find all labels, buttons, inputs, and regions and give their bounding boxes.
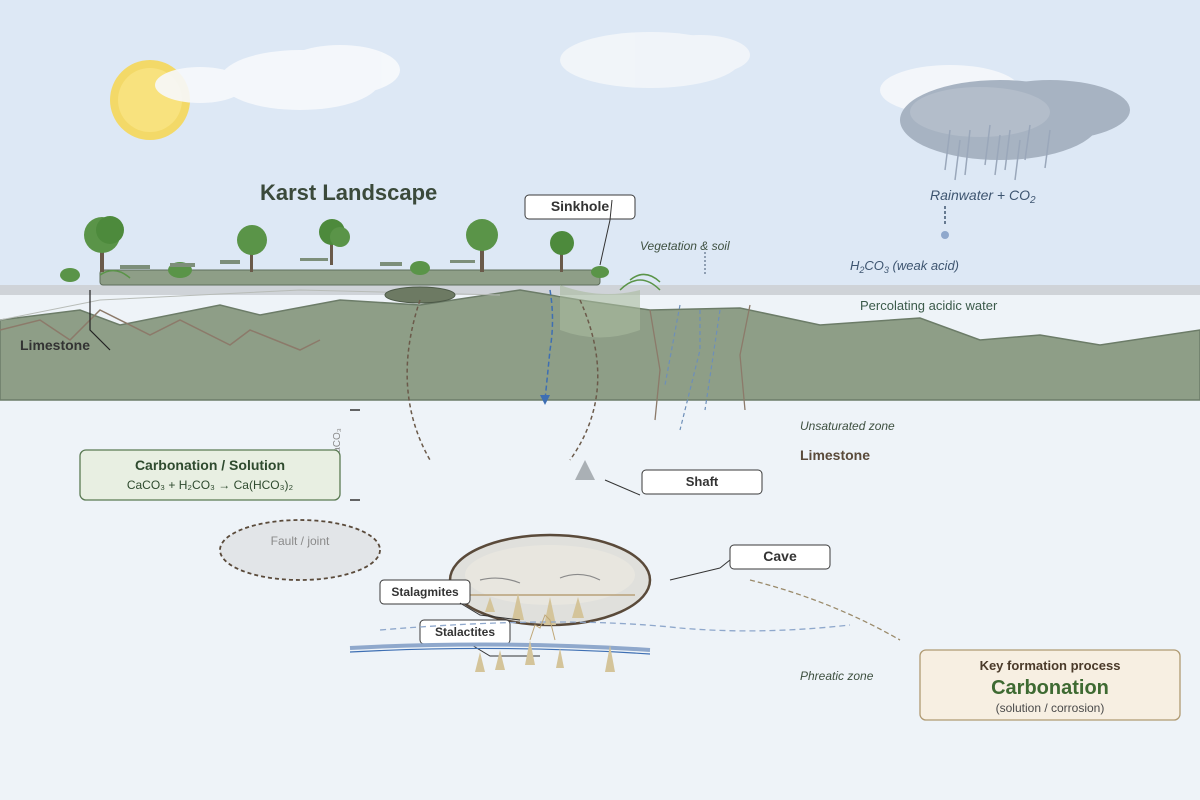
shaft-wall-left <box>406 299 431 461</box>
carbonation-equation: CaCO₃ + H₂CO₃ → Ca(HCO₃)₂ <box>127 478 294 492</box>
key-process-heading: Key formation process <box>980 658 1121 673</box>
shaft-label: Shaft <box>686 474 719 489</box>
cave-ceiling-curves <box>479 573 601 584</box>
tree-icon <box>466 219 498 272</box>
drip-column <box>529 614 556 641</box>
rock-fractures-right <box>649 304 751 421</box>
tree-icon <box>237 225 267 272</box>
cave-interior <box>465 545 635 605</box>
tree-icon <box>84 216 124 272</box>
arrow-head-icon <box>540 395 550 405</box>
rock-fracture-left <box>0 309 321 351</box>
sinkhole-leader <box>599 199 613 266</box>
carbonation-box <box>79 449 341 501</box>
shaft-leader <box>604 479 641 496</box>
sinkhole-label: Sinkhole <box>551 198 610 214</box>
stalagmites-leader <box>459 602 521 621</box>
water-flow-arrow <box>544 289 554 401</box>
stalagmites-callout <box>379 579 471 605</box>
rain-lines <box>944 124 1051 181</box>
limestone-leader <box>89 290 111 351</box>
rain-drop-icon <box>941 231 949 239</box>
cave-label: Cave <box>763 548 797 564</box>
rain-cloud-icon <box>900 80 1130 160</box>
doline-shading <box>560 285 640 338</box>
tree-icon <box>319 219 350 265</box>
grass-curve <box>99 269 131 279</box>
limestone-right-label: Limestone <box>800 447 870 463</box>
fault-joint-label: Fault / joint <box>271 534 330 548</box>
stalactites-label: Stalactites <box>435 625 495 639</box>
cloud-middle <box>560 32 750 88</box>
caco3-vertical-label: CaCO₃ <box>332 428 343 460</box>
shaft-wall-right <box>569 299 599 461</box>
carbonation-title: Carbonation / Solution <box>135 457 285 473</box>
shaft-callout <box>641 469 763 495</box>
limestone-plateau <box>0 289 1200 401</box>
tree-icon <box>550 231 574 272</box>
trees <box>84 216 574 272</box>
key-process-term: Carbonation <box>991 677 1109 699</box>
unsaturated-zone-label: Unsaturated zone <box>800 419 895 433</box>
carbonic-acid-label: H2CO3 (weak acid) <box>850 258 959 275</box>
cave-leader <box>669 567 721 581</box>
grass-patches <box>120 258 475 269</box>
stream-stalagmite-icons <box>475 640 615 672</box>
sinkhole-depression <box>384 286 456 304</box>
phreatic-zone-label: Phreatic zone <box>800 669 874 683</box>
stalagmites-label: Stalagmites <box>391 585 459 599</box>
water-table-line <box>379 621 851 632</box>
cave-leader-tick <box>719 559 731 569</box>
vegetation-curve <box>619 273 661 291</box>
ground-band <box>0 285 1200 295</box>
limestone-left-label: Limestone <box>20 337 90 353</box>
percolating-label: Percolating acidic water <box>860 298 998 313</box>
underground-stream <box>349 642 651 652</box>
page-title: Karst Landscape <box>260 180 437 205</box>
shaft-marker-icon <box>575 460 595 480</box>
flow-path-dashed <box>749 579 901 641</box>
rainwater-label: Rainwater + CO2 <box>930 187 1036 206</box>
vegetation-label: Vegetation & soil <box>640 239 730 253</box>
cave-callout <box>729 544 831 570</box>
cave-stalagmite-icons <box>485 593 584 625</box>
key-process-box <box>919 649 1181 721</box>
sinkhole-callout <box>524 194 636 220</box>
key-process-sub: (solution / corrosion) <box>996 701 1105 715</box>
percolation-lines <box>664 304 721 431</box>
fault-joint-ellipse <box>219 519 381 581</box>
cloud-left <box>155 45 400 110</box>
